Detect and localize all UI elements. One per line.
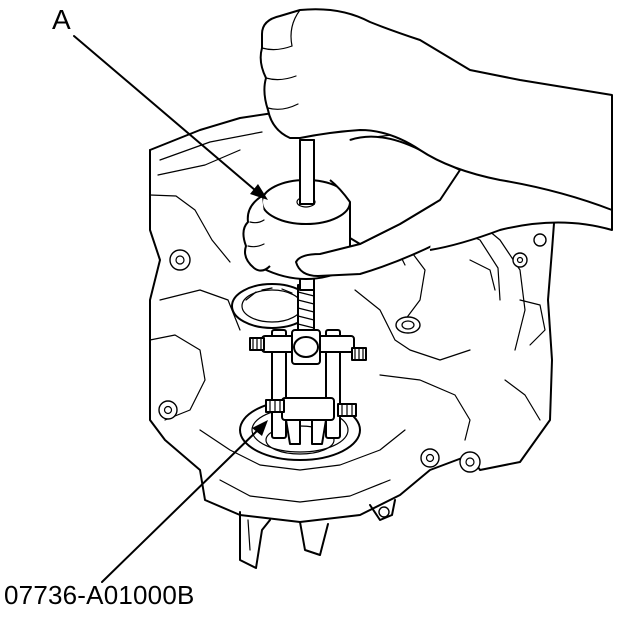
leader-line-a [73,35,263,197]
arrowhead-tool [252,420,268,436]
leader-line-tool [101,425,263,583]
bearing-puller-tool [249,284,367,445]
arrowhead-a [250,184,268,200]
hand [242,8,613,277]
leader-lines [73,35,268,583]
callout-label-a: A [52,4,71,35]
callout-label-tool-number: 07736-A01000B [4,580,195,610]
